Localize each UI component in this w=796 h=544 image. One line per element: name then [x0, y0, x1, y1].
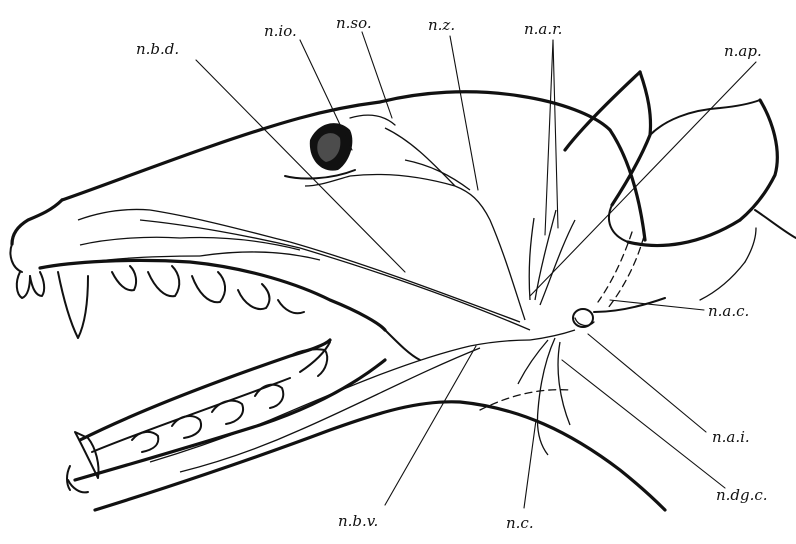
upper-teeth [17, 266, 304, 338]
label-nap: n.ap. [724, 42, 762, 60]
label-nai: n.a.i. [712, 428, 750, 446]
label-nso: n.so. [336, 14, 372, 32]
head-outline [10, 92, 796, 510]
label-nz: n.z. [428, 16, 455, 34]
label-nac: n.a.c. [708, 302, 749, 320]
label-nbv: n.b.v. [338, 512, 378, 530]
leader-ndgc [562, 360, 725, 488]
label-nar: n.a.r. [524, 20, 562, 38]
leader-nbd [196, 60, 405, 272]
leader-nz [450, 36, 478, 190]
leader-nar-1 [545, 40, 553, 235]
label-nbd: n.b.d. [136, 40, 179, 58]
leader-nar-2 [553, 40, 558, 228]
leader-nai [588, 334, 706, 432]
leader-nc [524, 420, 536, 508]
ear [565, 72, 777, 327]
label-ndgc: n.dg.c. [716, 486, 768, 504]
leader-lines [196, 32, 756, 508]
label-nio: n.io. [264, 22, 297, 40]
label-nc: n.c. [506, 514, 534, 532]
leader-nap [530, 62, 756, 296]
